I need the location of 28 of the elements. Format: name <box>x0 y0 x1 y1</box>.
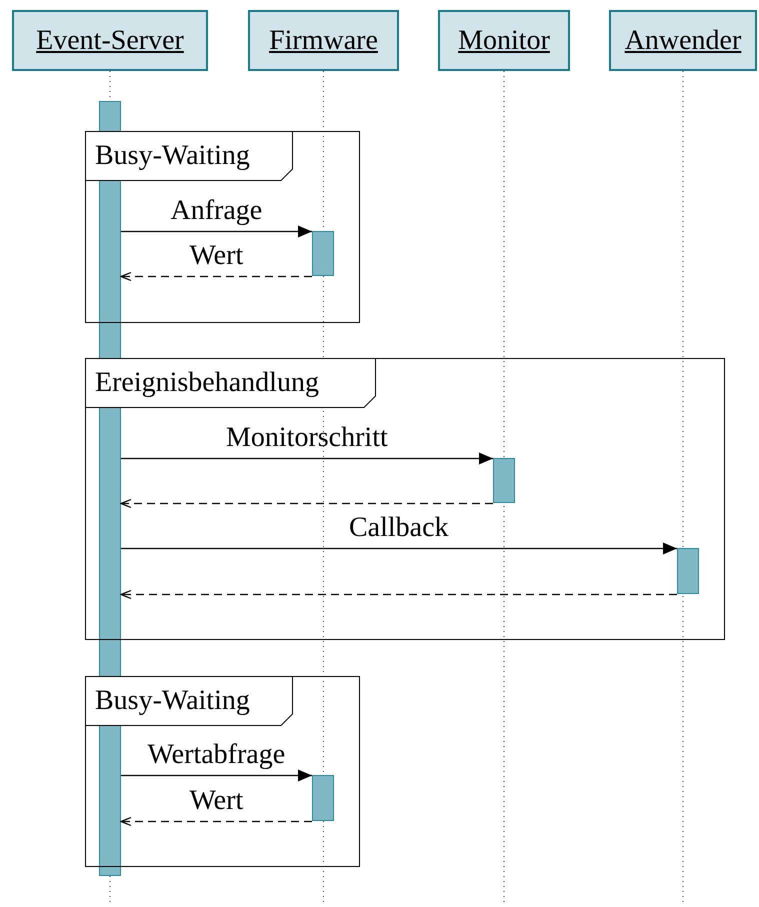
activation-bar <box>677 548 699 594</box>
fragment-label: Busy-Waiting <box>85 131 293 181</box>
participant-box: Firmware <box>248 10 399 71</box>
message-label: Callback <box>349 514 449 542</box>
message-arrow <box>121 226 312 238</box>
message-arrow <box>121 452 493 464</box>
message-arrow <box>120 590 677 600</box>
fragment-frame <box>85 676 360 867</box>
participant-box: Event-Server <box>12 10 208 71</box>
fragment-frame <box>85 131 360 323</box>
message-label: Monitorschritt <box>226 424 388 452</box>
message-arrow <box>120 272 312 282</box>
activation-bar <box>312 231 334 276</box>
fragment-label: Busy-Waiting <box>85 676 293 726</box>
activation-bar <box>493 458 515 503</box>
message-arrow <box>120 816 312 826</box>
message-arrow <box>121 770 312 782</box>
message-label: Anfrage <box>170 197 262 225</box>
participant-box: Monitor <box>438 10 570 71</box>
message-label: Wertabfrage <box>148 741 286 769</box>
message-label: Wert <box>190 787 244 815</box>
message-arrow <box>120 498 493 508</box>
message-label: Wert <box>190 242 244 270</box>
fragment-frame <box>85 358 725 640</box>
message-arrow <box>121 542 677 554</box>
activation-bar <box>312 775 334 821</box>
participant-box: Anwender <box>609 10 757 71</box>
fragment-label: Ereignisbehandlung <box>85 358 376 408</box>
